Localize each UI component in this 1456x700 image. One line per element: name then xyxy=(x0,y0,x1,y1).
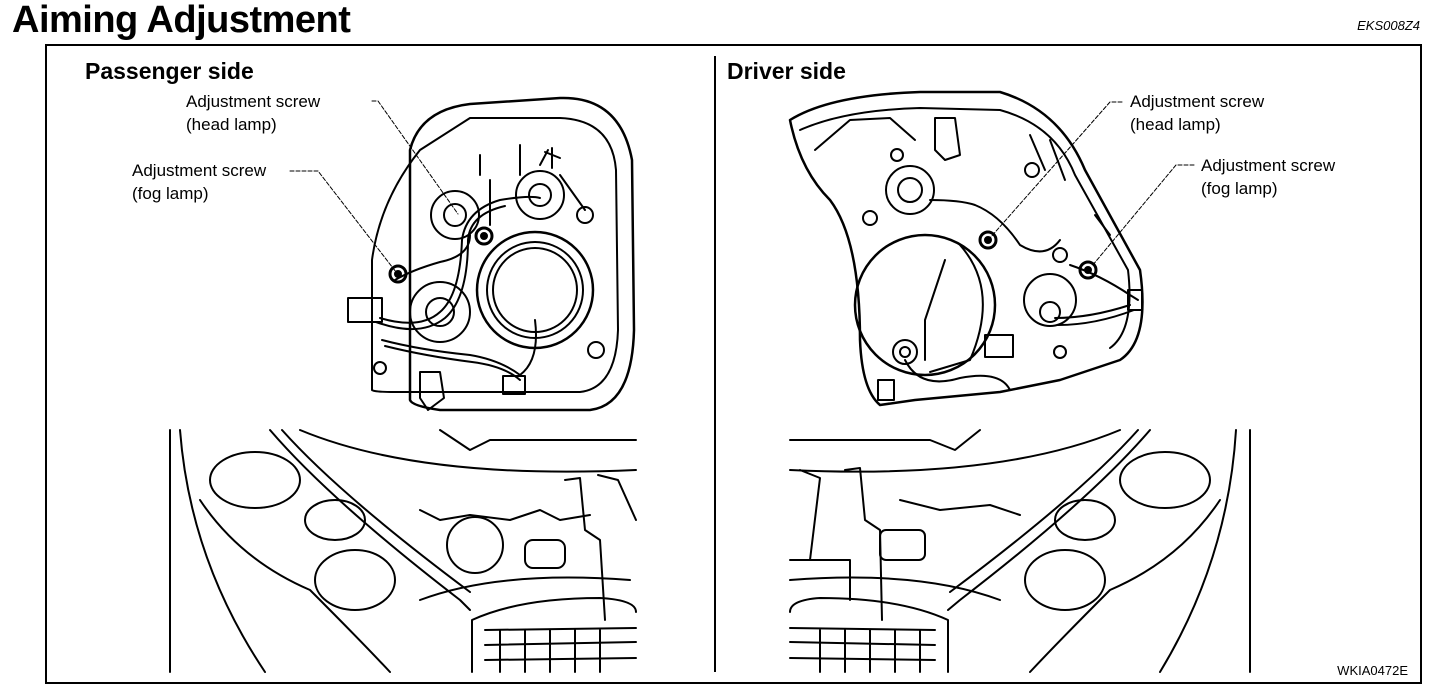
passenger-headlamp-unit xyxy=(347,96,636,412)
label-line: (fog lamp) xyxy=(1201,179,1278,198)
driver-fog-lamp-screw-label: Adjustment screw (fog lamp) xyxy=(1201,154,1335,200)
document-code: EKS008Z4 xyxy=(1357,18,1420,33)
driver-leader-lines xyxy=(989,101,1195,267)
diagram-frame xyxy=(45,44,1422,684)
label-line: (head lamp) xyxy=(186,115,277,134)
label-line: Adjustment screw xyxy=(132,161,267,180)
page-title: Aiming Adjustment xyxy=(12,0,351,41)
passenger-fog-lamp-screw-label: Adjustment screw (fog lamp) xyxy=(132,159,266,205)
driver-headlamp-unit xyxy=(788,90,1144,407)
driver-vehicle-front xyxy=(789,429,1251,673)
passenger-head-lamp-screw-label: Adjustment screw (head lamp) xyxy=(186,90,320,136)
panel-divider xyxy=(714,56,716,672)
driver-head-lamp-screw-label: Adjustment screw (head lamp) xyxy=(1130,90,1264,136)
label-line: Adjustment screw xyxy=(186,92,321,111)
passenger-vehicle-front xyxy=(169,429,637,673)
label-line: (fog lamp) xyxy=(132,184,209,203)
label-line: Adjustment screw xyxy=(1201,156,1336,175)
passenger-side-title: Passenger side xyxy=(85,58,254,84)
figure-code: WKIA0472E xyxy=(1337,663,1408,678)
passenger-leader-lines xyxy=(289,100,459,273)
driver-side-title: Driver side xyxy=(727,58,846,84)
label-line: Adjustment screw xyxy=(1130,92,1265,111)
label-line: (head lamp) xyxy=(1130,115,1221,134)
